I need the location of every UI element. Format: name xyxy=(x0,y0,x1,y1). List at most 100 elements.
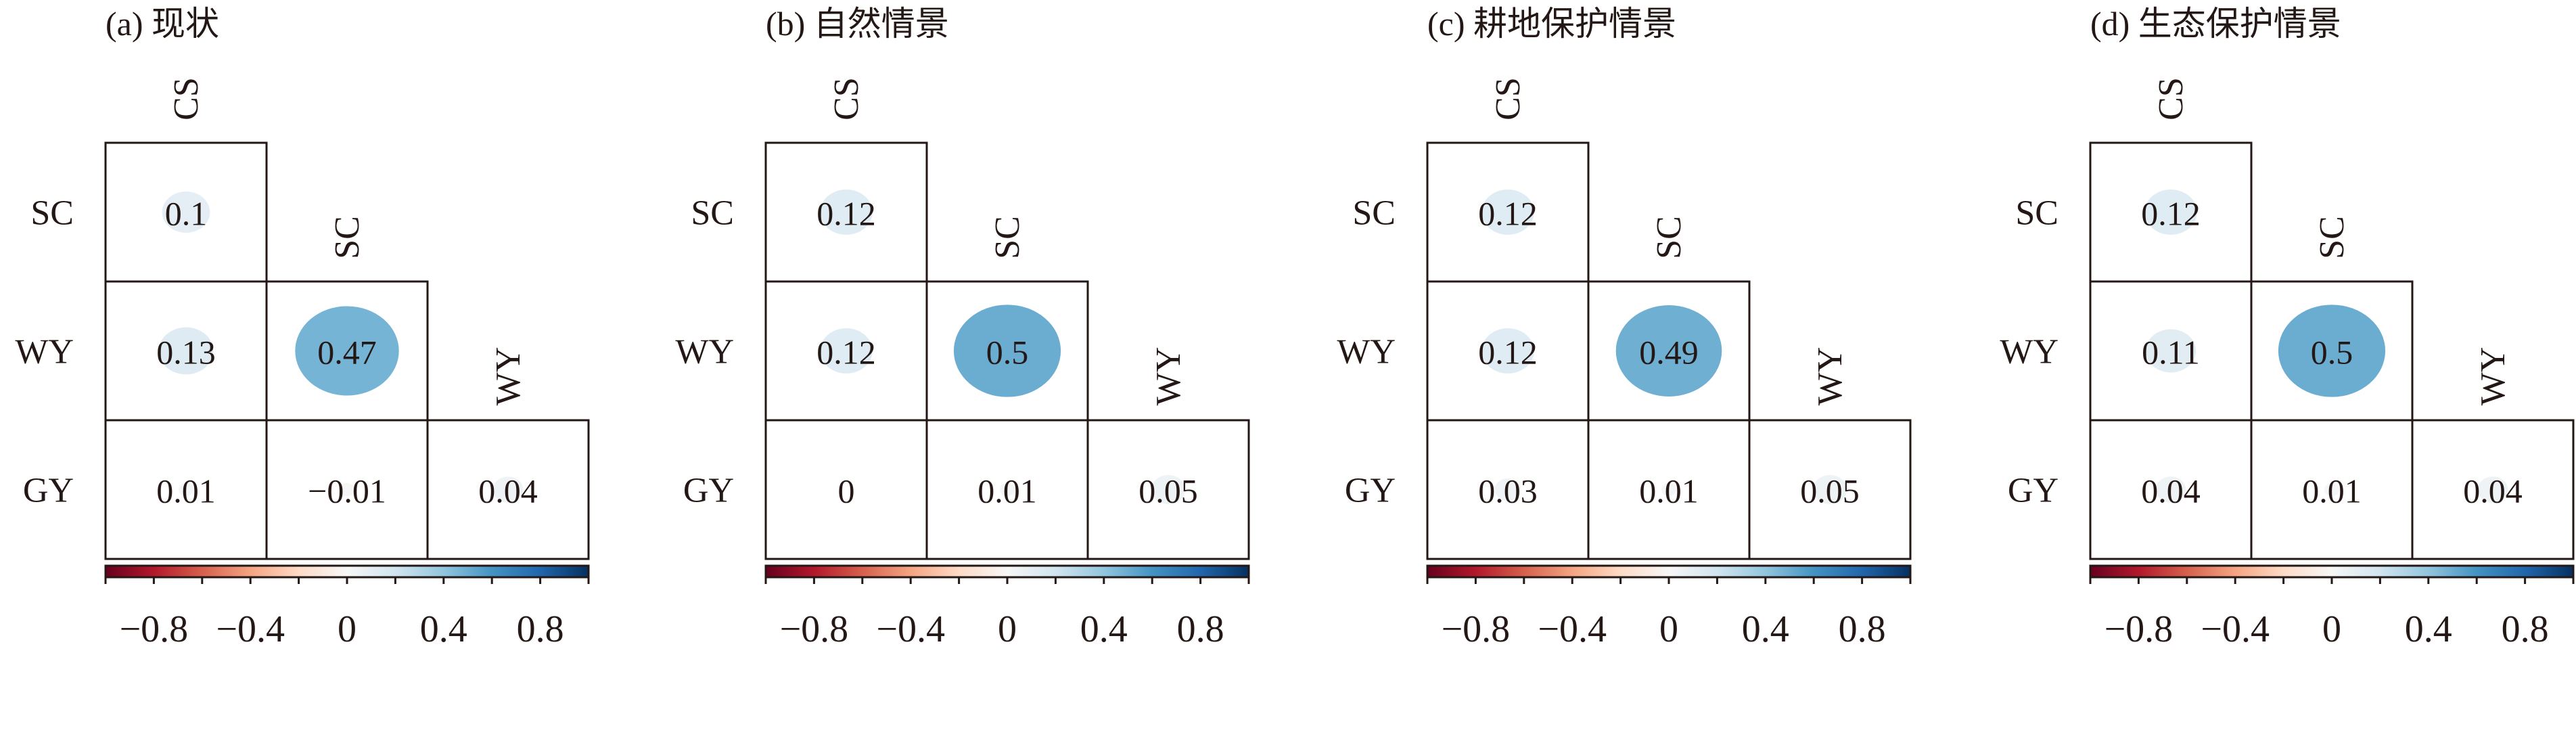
heatmap-cell: 0 xyxy=(764,419,928,560)
correlation-circle xyxy=(2477,476,2508,503)
cell-value-label: 0.01 xyxy=(1639,472,1699,510)
cell-value-label: 0.04 xyxy=(2141,472,2201,510)
heatmap-cell: 0.01 xyxy=(925,419,1089,560)
cell-value-label: 0.01 xyxy=(2302,472,2362,510)
colorbar-bar xyxy=(1426,564,1912,579)
column-label: CS xyxy=(2152,77,2190,120)
row-label: GY xyxy=(2008,472,2058,510)
colorbar-bar xyxy=(104,564,590,579)
row-label: GY xyxy=(683,472,734,510)
correlation-circle xyxy=(953,305,1061,397)
colorbar-tick-label: 0.4 xyxy=(2405,608,2452,650)
correlation-circle xyxy=(1481,189,1534,235)
colorbar-tick-label: 0.8 xyxy=(1839,608,1886,650)
heatmap-cell: 0.1 xyxy=(104,141,268,283)
colorbar-tick-label: 0 xyxy=(338,608,356,650)
row-label: WY xyxy=(1337,333,1396,372)
heatmap-cell: 0.5 xyxy=(2250,280,2414,422)
cell-value-label: 0.05 xyxy=(1800,472,1860,510)
row-label: GY xyxy=(23,472,74,510)
correlation-circle xyxy=(178,482,194,497)
correlation-circle xyxy=(2278,305,2386,397)
cell-value-label: 0.5 xyxy=(2311,334,2353,372)
heatmap-cell: 0.04 xyxy=(426,419,590,560)
correlation-circle xyxy=(1151,474,1186,505)
cell-value-label: 0.03 xyxy=(1478,472,1538,510)
cell-value-label: 0.04 xyxy=(478,472,538,510)
colorbar-tick-label: −0.4 xyxy=(876,608,945,650)
heatmap-cell: 0.49 xyxy=(1587,280,1751,422)
heatmap-cell: 0.01 xyxy=(1587,419,1751,560)
heatmap-cell: 0.12 xyxy=(764,280,928,422)
heatmap-cell: 0.01 xyxy=(2250,419,2414,560)
panel-title: (a) 现状 xyxy=(106,5,219,43)
row-label: WY xyxy=(675,333,734,372)
column-label: CS xyxy=(827,77,866,120)
heatmap-cell: 0.12 xyxy=(1426,280,1590,422)
column-label: SC xyxy=(328,216,367,259)
cell-value-label: 0.12 xyxy=(1478,334,1538,372)
colorbar-tick-label: −0.8 xyxy=(1442,608,1511,650)
row-label: SC xyxy=(30,194,74,233)
colorbar-tick-label: 0 xyxy=(1659,608,1678,650)
column-label: WY xyxy=(1149,347,1188,406)
cell-value-label: 0.05 xyxy=(1138,472,1198,510)
colorbar-tick-label: 0.4 xyxy=(420,608,467,650)
cell-value-label: 0.12 xyxy=(2141,195,2201,233)
cell-value-label: 0.01 xyxy=(978,472,1037,510)
colorbar-tick-label: −0.8 xyxy=(780,608,849,650)
row-label: SC xyxy=(1352,194,1396,233)
correlation-circle xyxy=(1661,482,1677,497)
colorbar-tick-label: 0 xyxy=(2322,608,2341,650)
correlation-circle xyxy=(1812,474,1847,505)
cell-value-label: 0.5 xyxy=(986,334,1029,372)
correlation-circle xyxy=(2145,329,2196,373)
column-label: WY xyxy=(2474,347,2512,406)
colorbar-tick-label: 0.8 xyxy=(517,608,564,650)
cell-border xyxy=(764,419,928,560)
cell-value-label: 0.11 xyxy=(2142,334,2200,372)
row-label: WY xyxy=(2000,333,2058,372)
colorbar-tick-label: −0.4 xyxy=(216,608,285,650)
heatmap-cell: 0.04 xyxy=(2089,419,2253,560)
correlation-circle xyxy=(1481,328,1534,374)
heatmap-cell: 0.13 xyxy=(104,280,268,422)
heatmap-cell: 0.12 xyxy=(764,141,928,283)
column-label: WY xyxy=(1811,347,1849,406)
heatmap-cell: 0.12 xyxy=(2089,141,2253,283)
cell-border xyxy=(1587,419,1751,560)
correlation-circle xyxy=(2324,482,2340,497)
cell-value-label: 0.47 xyxy=(317,334,377,372)
column-label: SC xyxy=(988,216,1027,259)
colorbar-bar xyxy=(2089,564,2575,579)
correlation-circle xyxy=(2144,189,2197,235)
heatmap-cell: −0.01 xyxy=(265,419,429,560)
colorbar-tick-label: −0.8 xyxy=(2104,608,2174,650)
cell-value-label: 0.12 xyxy=(1478,195,1538,233)
heatmap-cell: 0.04 xyxy=(2411,419,2575,560)
colorbar-tick-label: 0.8 xyxy=(2502,608,2549,650)
heatmap-cell: 0.03 xyxy=(1426,419,1590,560)
cell-value-label: −0.01 xyxy=(308,472,386,510)
heatmap-cell: 0.12 xyxy=(1426,141,1590,283)
correlation-circle xyxy=(1615,305,1722,397)
colorbar-tick-label: −0.4 xyxy=(1538,608,1607,650)
row-label: SC xyxy=(2015,194,2058,233)
cell-value-label: 0.04 xyxy=(2463,472,2523,510)
colorbar-tick-label: 0.4 xyxy=(1080,608,1128,650)
column-label: CS xyxy=(167,77,206,120)
heatmap-cell: 0.01 xyxy=(104,419,268,560)
correlation-circle xyxy=(295,306,399,396)
correlation-circle xyxy=(492,476,524,503)
heatmap-cell: 0.05 xyxy=(1086,419,1250,560)
row-label: WY xyxy=(15,333,74,372)
correlation-circle xyxy=(162,192,210,233)
correlation-circle xyxy=(820,328,873,374)
